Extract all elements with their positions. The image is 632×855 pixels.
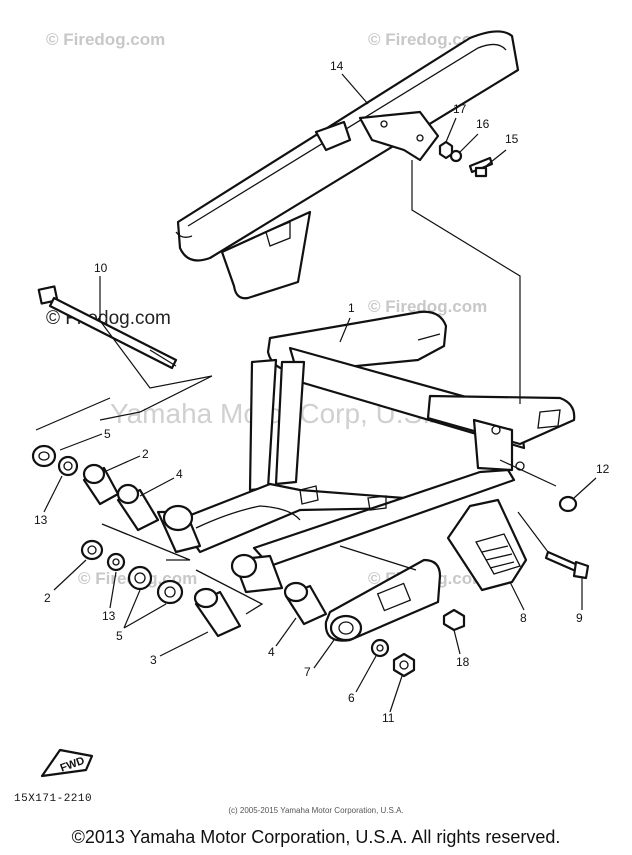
small-copyright: (c) 2005-2015 Yamaha Motor Corporation, … — [228, 806, 404, 815]
callout-14: 14 — [330, 59, 344, 73]
callout-8: 8 — [520, 611, 527, 625]
leader-lines — [35, 160, 557, 553]
chain-guard-part-14 — [175, 30, 520, 300]
callout-15: 15 — [505, 132, 519, 146]
link-arm-part-7 — [324, 545, 442, 642]
callout-10: 10 — [94, 261, 108, 275]
callout-2-top: 2 — [142, 447, 149, 461]
callout-16: 16 — [476, 117, 490, 131]
callout-1: 1 — [348, 301, 355, 315]
callout-4-bottom: 4 — [268, 645, 275, 659]
callout-13-bottom: 13 — [102, 609, 116, 623]
watermark-text: © Firedog.com — [368, 297, 487, 316]
swingarm-part-1 — [156, 310, 576, 594]
callout-5-top: 5 — [104, 427, 111, 441]
fwd-arrow-icon: FWD — [40, 748, 94, 778]
diagram-code: 15X171-2210 — [14, 793, 93, 805]
pivot-bolt-part-10 — [37, 285, 178, 370]
callout-9: 9 — [576, 611, 583, 625]
callout-4-top: 4 — [176, 467, 183, 481]
callout-6: 6 — [348, 691, 355, 705]
callout-11: 11 — [382, 711, 395, 725]
fasteners-group — [370, 140, 590, 678]
callout-3: 3 — [150, 653, 157, 667]
callout-5-bottom: 5 — [116, 629, 123, 643]
callout-7: 7 — [304, 665, 311, 679]
watermark-text: © Firedog.com — [46, 30, 165, 49]
callout-2-bottom: 2 — [44, 591, 51, 605]
watermark-text: © Firedog.com — [368, 30, 487, 49]
callout-12: 12 — [596, 462, 610, 476]
callout-18: 18 — [456, 655, 470, 669]
chain-slider-part-8 — [446, 498, 528, 592]
copyright-notice: ©2013 Yamaha Motor Corporation, U.S.A. A… — [71, 827, 561, 847]
callout-labels: 14 17 16 15 10 1 5 2 4 12 13 2 13 5 3 4 … — [34, 59, 610, 725]
callout-13-top: 13 — [34, 513, 48, 527]
callout-17: 17 — [453, 102, 467, 116]
bushings-group — [31, 444, 328, 638]
